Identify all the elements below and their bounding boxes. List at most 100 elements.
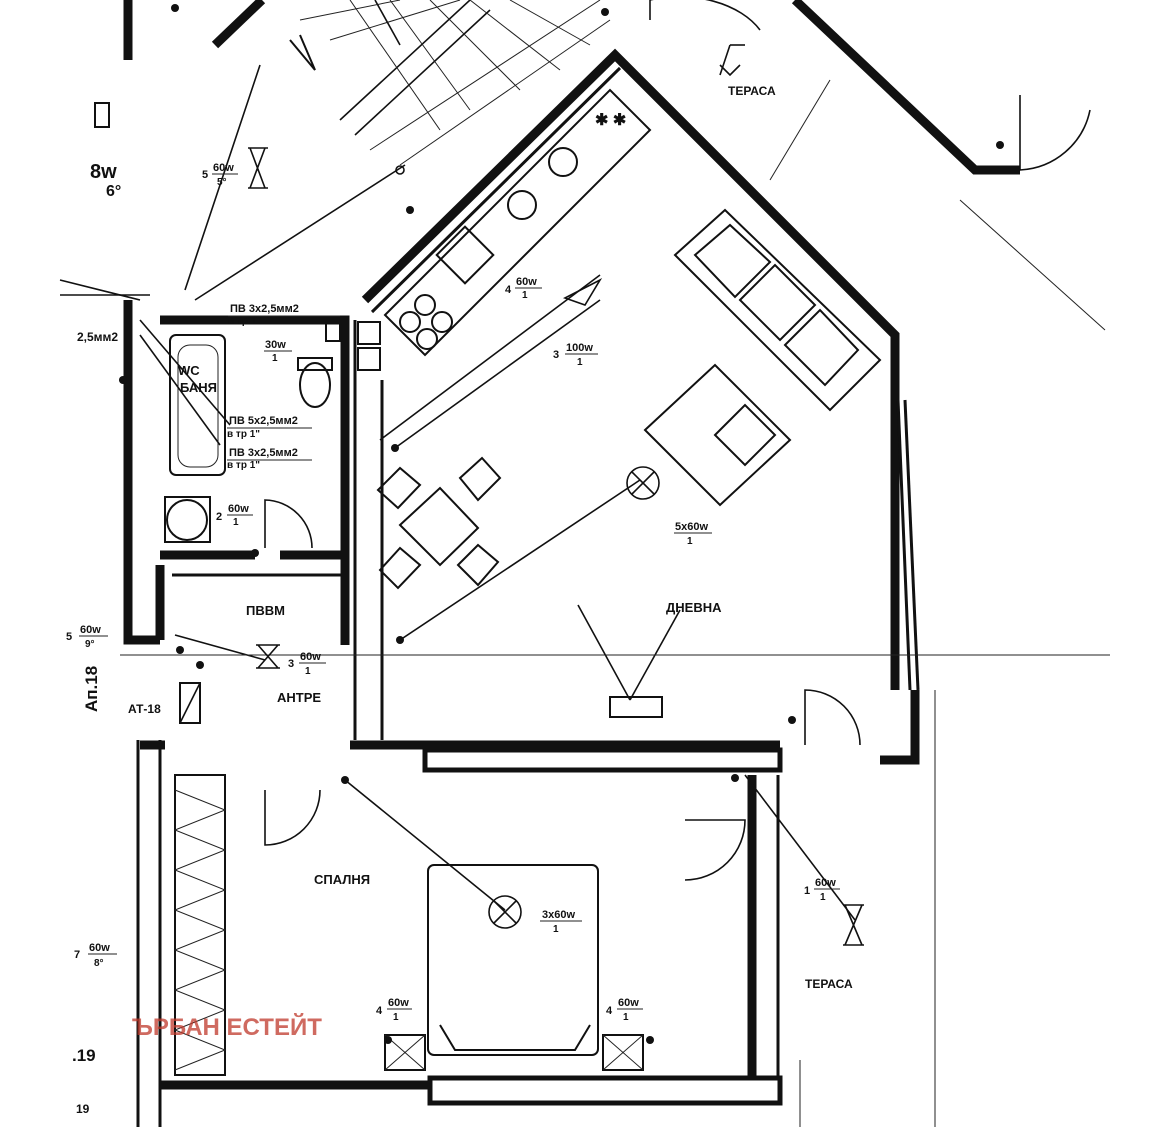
- dining-set: [376, 456, 502, 590]
- panel-label: АТ-18: [128, 702, 161, 716]
- svg-text:5: 5: [202, 169, 208, 181]
- nightstand-right: [602, 1034, 644, 1071]
- svg-text:1: 1: [393, 1012, 399, 1023]
- cable-conduit-2: в тр 1": [227, 429, 260, 440]
- svg-text:1: 1: [820, 892, 826, 903]
- bedroom-furniture: [173, 774, 644, 1076]
- fixture-bath-light: 30w 1: [264, 339, 292, 364]
- coffee-table: [643, 363, 792, 507]
- room-labels: ДНЕВНА СПАЛНЯ АНТРЕ WC БАНЯ ПВВМ ТЕРАСА …: [178, 84, 853, 991]
- cable-conduit-1: в тр 1": [228, 316, 261, 327]
- washing-machine: [166, 499, 208, 541]
- code-8w: 8w: [90, 161, 117, 183]
- code-6: 6°: [106, 183, 121, 200]
- cable-conduit-3: в тр 1": [227, 460, 260, 471]
- svg-text:60w: 60w: [213, 162, 234, 174]
- bathroom: [164, 322, 341, 543]
- svg-text:60w: 60w: [815, 877, 836, 889]
- stair-rail-2: [354, 9, 491, 136]
- sink: [435, 225, 495, 285]
- wall-west: [123, 300, 160, 645]
- wardrobe: [174, 774, 226, 1076]
- apartment-label: Ап.18: [82, 666, 101, 712]
- code-2-5mm: 2,5мм2: [77, 330, 118, 344]
- fixture-chandelier: 5x60w 1: [674, 521, 712, 547]
- svg-text:3: 3: [553, 349, 559, 361]
- stove-ring: [507, 190, 537, 220]
- wall-east-window: [896, 399, 912, 691]
- svg-text:8°: 8°: [94, 958, 104, 969]
- wall-south-beam: [427, 1075, 783, 1106]
- walls: [123, 0, 1020, 1127]
- fixture-living-main: 3 100w 1: [553, 342, 598, 368]
- svg-text:7: 7: [74, 949, 80, 961]
- svg-text:60w: 60w: [618, 997, 639, 1009]
- electric-panel: [179, 682, 201, 724]
- fixture-bedside-left: 4 60w 1: [376, 997, 412, 1023]
- wall-kitchen-diagonal-inner: [370, 66, 622, 314]
- fixture-left-7: 7 60w 8°: [74, 942, 117, 969]
- svg-text:5: 5: [66, 631, 72, 643]
- unit-19-label: .19: [72, 1046, 96, 1065]
- svg-text:1: 1: [272, 353, 278, 364]
- fridge: [357, 321, 381, 345]
- fixture-bath-2: 2 60w 1: [216, 503, 253, 528]
- door-bedroom: [264, 789, 321, 846]
- tv-unit: [609, 696, 663, 718]
- svg-text:1: 1: [553, 924, 559, 935]
- room-bath: БАНЯ: [180, 380, 217, 395]
- fixture-terrace: 1 60w 1: [804, 877, 840, 903]
- door-top-terrace: [650, 0, 761, 31]
- stove-symbol: ✱ ✱: [595, 112, 626, 129]
- kitchen: ✱ ✱: [357, 88, 652, 371]
- fixture-left-5: 5 60w 9°: [66, 624, 108, 650]
- fixture-labels: 5 60w 5° 4 60w 1 3 100w 1 5x60w 1 30w 1: [66, 162, 840, 1023]
- bathtub: [169, 334, 226, 476]
- svg-text:1: 1: [623, 1012, 629, 1023]
- wall-bath: [160, 315, 350, 645]
- svg-text:5x60w: 5x60w: [675, 521, 708, 533]
- svg-text:2: 2: [216, 511, 222, 523]
- cable-spec-3: ПВ 3х2,5мм2: [229, 447, 298, 459]
- misc-labels: Ап.18 АТ-18 .19 19 8w 6° 2,5мм2: [72, 161, 161, 1116]
- stair-rail: [339, 0, 471, 121]
- svg-text:100w: 100w: [566, 342, 593, 354]
- room-terrace-bottom: ТЕРАСА: [805, 977, 853, 991]
- chandelier-symbol: [626, 466, 660, 500]
- svg-text:60w: 60w: [300, 651, 321, 663]
- svg-text:5°: 5°: [217, 177, 227, 188]
- door-terrace-bottom: [684, 819, 746, 881]
- unit-19b-label: 19: [76, 1102, 90, 1116]
- wall-northeast: [791, 0, 1020, 175]
- doors: [264, 0, 1091, 881]
- door-terrace: [804, 689, 861, 746]
- door-bath: [264, 499, 313, 549]
- fixture-kitchen: 4 60w 1: [505, 276, 542, 301]
- svg-text:1: 1: [233, 517, 239, 528]
- cable-spec-2: ПВ 5х2,5мм2: [229, 415, 298, 427]
- fixture-bedside-right: 4 60w 1: [606, 997, 643, 1023]
- kitchen-counter: [383, 88, 652, 357]
- wall-east: [880, 690, 920, 765]
- watermark-text: ЪРБАН ЕСТЕЙТ: [132, 1013, 322, 1041]
- bedroom-light-symbol: [488, 895, 522, 929]
- svg-text:60w: 60w: [516, 276, 537, 288]
- toilet: [299, 362, 331, 408]
- bed: [427, 864, 599, 1056]
- nightstand-left: [384, 1034, 426, 1071]
- room-bedroom: СПАЛНЯ: [314, 872, 370, 887]
- svg-text:60w: 60w: [228, 503, 249, 515]
- switch-box: [94, 102, 110, 128]
- wall-stair-top: [211, 0, 266, 49]
- svg-text:3x60w: 3x60w: [542, 909, 575, 921]
- room-terrace-top: ТЕРАСА: [728, 84, 776, 98]
- svg-text:1: 1: [577, 357, 583, 368]
- svg-text:60w: 60w: [89, 942, 110, 954]
- sofa: [673, 208, 882, 412]
- svg-text:3: 3: [288, 658, 294, 670]
- stair-arrow: [289, 34, 316, 71]
- room-living: ДНЕВНА: [666, 600, 722, 615]
- svg-text:60w: 60w: [80, 624, 101, 636]
- svg-text:4: 4: [606, 1005, 613, 1017]
